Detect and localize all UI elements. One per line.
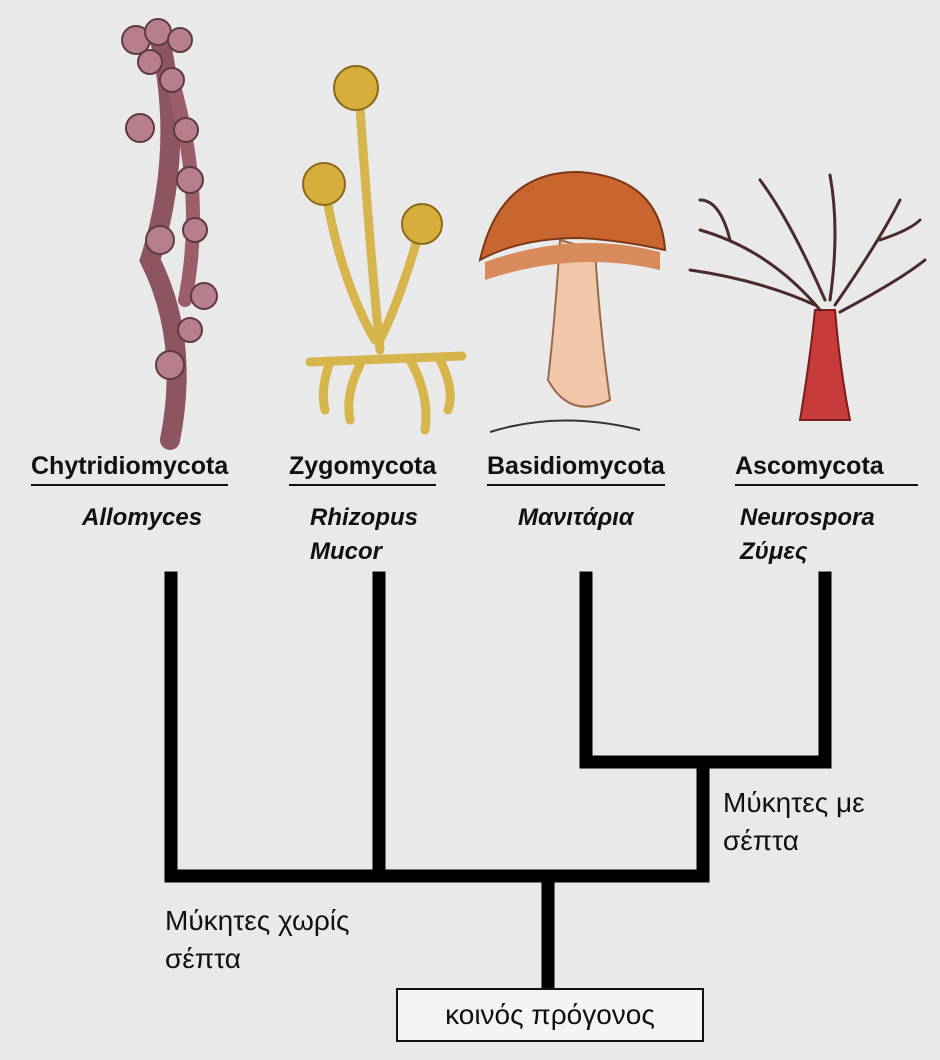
nonseptate-label-line1: Μύκητες χωρίς — [165, 902, 349, 940]
common-ancestor-box: κοινός πρόγονος — [396, 988, 704, 1042]
nonseptate-label-line2: σέπτα — [165, 940, 349, 978]
septate-label: Μύκητες με σέπτα — [723, 784, 865, 860]
septate-label-line1: Μύκητες με — [723, 784, 865, 822]
septate-label-line2: σέπτα — [723, 822, 865, 860]
nonseptate-label: Μύκητες χωρίς σέπτα — [165, 902, 349, 978]
